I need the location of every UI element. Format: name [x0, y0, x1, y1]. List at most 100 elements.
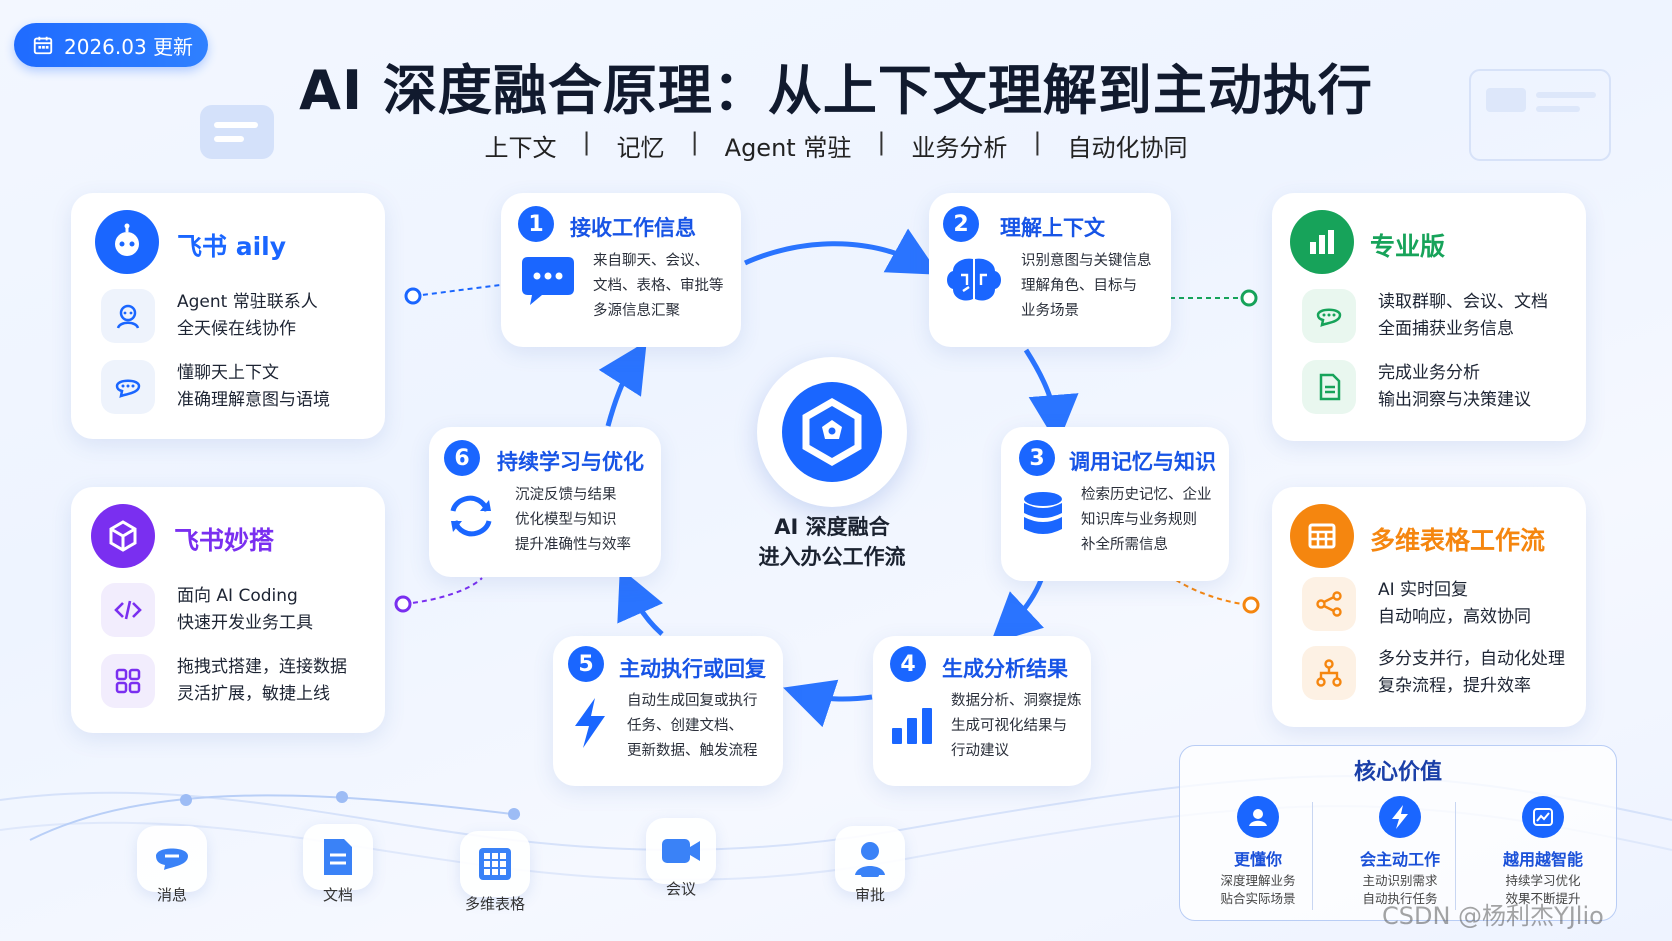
step-desc-line: 来自聊天、会议、	[593, 253, 709, 269]
miaoda-cube-icon	[91, 504, 155, 568]
center-ai-core	[757, 357, 907, 507]
core-item-line: 贴合实际场景	[1220, 891, 1296, 906]
step-desc-line: 行动建议	[951, 743, 1009, 759]
feature-line: 输出洞察与决策建议	[1378, 390, 1531, 410]
database-icon	[1024, 492, 1062, 534]
step-desc-line: 提升准确性与效率	[515, 537, 631, 553]
step-desc: 来自聊天、会议、 文档、表格、审批等 多源信息汇聚	[593, 249, 724, 324]
watermark: CSDN @杨利杰YJlio	[1382, 902, 1604, 930]
subtitle-keywords: 上下文| 记忆| Agent 常驻| 业务分析| 自动化协同	[484, 128, 1188, 162]
step-desc-line: 多源信息汇聚	[593, 303, 680, 319]
step-title: 生成分析结果	[942, 657, 1068, 681]
step-card-3: 3 调用记忆与知识 检索历史记忆、企业 知识库与业务规则 补全所需信息	[1001, 427, 1229, 581]
update-badge: 2026.03 更新	[14, 23, 208, 67]
chat-read-icon	[1302, 289, 1356, 343]
step-desc-line: 文档、表格、审批等	[593, 278, 724, 294]
chat-bubble-icon	[522, 257, 574, 305]
card-professional: 专业版 读取群聊、会议、文档全面捕获业务信息 完成业务分析输出洞察与决策建议	[1272, 193, 1586, 441]
step-card-6: 6 持续学习与优化 沉淀反馈与结果 优化模型与知识 提升准确性与效率	[429, 427, 661, 577]
feature-line: AI 实时回复	[1378, 580, 1469, 600]
core-item: 越用越智能 持续学习优化效果不断提升	[1473, 796, 1613, 908]
feature-row: 拖拽式搭建，连接数据灵活扩展，敏捷上线	[101, 654, 347, 708]
card-title: 专业版	[1370, 232, 1446, 261]
core-item-name: 越用越智能	[1502, 850, 1583, 869]
feature-line: 完成业务分析	[1378, 363, 1480, 383]
app-label: 消息	[156, 886, 187, 904]
step-desc-line: 补全所需信息	[1081, 537, 1168, 553]
core-item-line: 主动识别需求	[1362, 873, 1438, 888]
step-title: 主动执行或回复	[619, 657, 766, 681]
step-number: 1	[518, 206, 554, 242]
feature-line: 准确理解意图与语境	[177, 390, 330, 410]
feature-row: 懂聊天上下文准确理解意图与语境	[101, 360, 330, 414]
step-desc: 自动生成回复或执行 任务、创建文档、 更新数据、触发流程	[627, 689, 758, 764]
core-item-name: 会主动工作	[1359, 850, 1440, 869]
step-desc-line: 检索历史记忆、企业	[1081, 487, 1212, 503]
app-label: 会议	[665, 880, 696, 898]
chat-context-icon	[101, 360, 155, 414]
step-card-4: 4 生成分析结果 数据分析、洞察提炼 生成可视化结果与 行动建议	[873, 636, 1091, 786]
app-messages[interactable]: 消息	[127, 826, 217, 905]
app-meetings[interactable]: 会议	[636, 818, 726, 899]
step-title: 理解上下文	[1000, 216, 1105, 240]
badge-label: 2026.03 更新	[64, 34, 194, 59]
trend-up-icon	[1522, 796, 1564, 838]
document-icon	[1302, 360, 1356, 414]
feature-row: 完成业务分析输出洞察与决策建议	[1302, 360, 1531, 414]
divider	[1312, 802, 1313, 910]
brain-icon	[947, 258, 1001, 301]
app-approval[interactable]: 审批	[825, 826, 915, 905]
divider	[1455, 802, 1456, 910]
core-item-line: 效果不断提升	[1505, 891, 1581, 906]
core-item-line: 深度理解业务	[1220, 873, 1296, 888]
core-item: 更懂你 深度理解业务贴合实际场景	[1188, 796, 1328, 908]
card-title: 多维表格工作流	[1370, 526, 1546, 555]
card-title: 飞书妙搭	[174, 526, 275, 555]
refresh-cycle-icon	[450, 495, 492, 537]
core-value-panel: 核心价值 更懂你 深度理解业务贴合实际场景 会主动工作 主动识别需求自动执行任务…	[1179, 745, 1617, 921]
step-desc-line: 更新数据、触发流程	[627, 743, 758, 759]
bitable-grid-icon	[479, 848, 511, 880]
bar-chart-icon	[1290, 210, 1354, 274]
step-number: 6	[444, 440, 480, 476]
step-desc-line: 业务场景	[1021, 303, 1079, 319]
feature-row: 读取群聊、会议、文档全面捕获业务信息	[1302, 289, 1548, 343]
app-label: 审批	[854, 886, 885, 904]
keyword: 业务分析	[911, 134, 1008, 162]
step-desc: 检索历史记忆、企业 知识库与业务规则 补全所需信息	[1081, 483, 1212, 558]
doc-icon	[324, 839, 352, 875]
core-item-line: 持续学习优化	[1505, 873, 1581, 888]
keyword: 自动化协同	[1067, 134, 1188, 162]
card-feishu-aily: 飞书 aily Agent 常驻联系人全天候在线协作 懂聊天上下文准确理解意图与…	[71, 193, 385, 439]
feature-line: 多分支并行，自动化处理	[1378, 649, 1565, 669]
lightning-icon	[575, 698, 605, 748]
feature-line: 自动响应，高效协同	[1378, 607, 1531, 627]
feature-line: 复杂流程，提升效率	[1378, 676, 1531, 696]
feature-line: 快速开发业务工具	[177, 613, 313, 633]
branch-flow-icon	[1302, 646, 1356, 700]
step-number: 3	[1019, 440, 1055, 476]
step-desc-line: 沉淀反馈与结果	[515, 487, 617, 503]
feature-line: 全面捕获业务信息	[1378, 319, 1514, 339]
feature-row: AI 实时回复自动响应，高效协同	[1302, 577, 1531, 631]
analytics-bars-icon	[892, 708, 932, 744]
center-caption: AI 深度融合 进入办公工作流	[700, 512, 964, 572]
app-label: 文档	[322, 886, 353, 904]
step-desc: 数据分析、洞察提炼 生成可视化结果与 行动建议	[951, 689, 1082, 764]
calendar-icon	[33, 36, 53, 55]
step-desc-line: 优化模型与知识	[515, 512, 617, 528]
step-card-1: 1 接收工作信息 来自聊天、会议、 文档、表格、审批等 多源信息汇聚	[501, 193, 741, 347]
step-desc-line: 识别意图与关键信息	[1021, 253, 1152, 269]
app-docs[interactable]: 文档	[293, 824, 383, 905]
step-desc-line: 任务、创建文档、	[627, 718, 743, 734]
code-icon	[101, 583, 155, 637]
app-bitable[interactable]: 多维表格	[450, 831, 540, 914]
step-title: 接收工作信息	[570, 216, 696, 240]
share-nodes-icon	[1302, 577, 1356, 631]
center-line: 进入办公工作流	[758, 545, 906, 569]
feature-line: 懂聊天上下文	[177, 363, 279, 383]
card-bitable-workflow: 多维表格工作流 AI 实时回复自动响应，高效协同 多分支并行，自动化处理复杂流程…	[1272, 487, 1586, 727]
core-item: 会主动工作 主动识别需求自动执行任务	[1330, 796, 1470, 908]
